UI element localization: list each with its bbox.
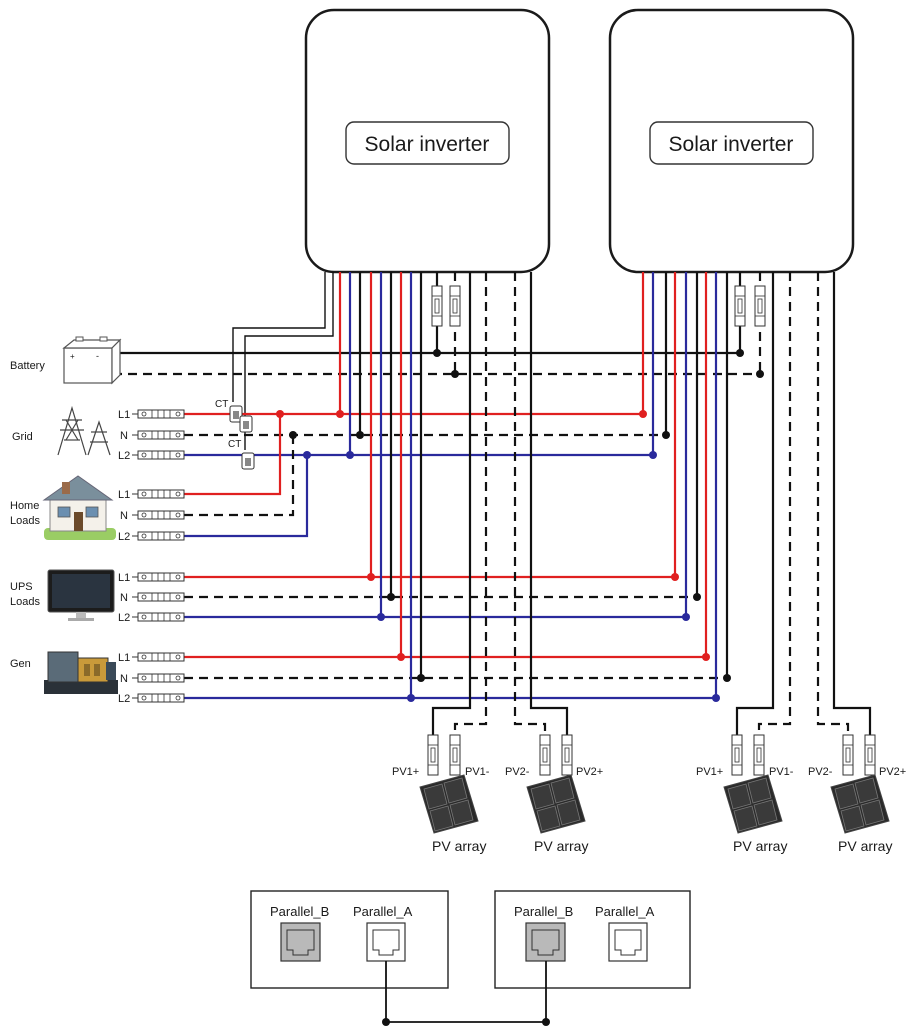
ups-loads-bus: [184, 575, 697, 619]
box2-port-b: [525, 922, 566, 962]
pv-panel-icon-4: [830, 774, 890, 834]
home-loads-bus: [184, 410, 311, 538]
inv1-pv1-minus-label: PV1-: [465, 766, 490, 778]
grid-pylon-icon: [57, 405, 111, 456]
svg-text:-: -: [96, 351, 99, 361]
gen-label: Gen: [10, 658, 31, 670]
ups-loads-label-1: UPS: [10, 581, 33, 593]
grid-label: Grid: [12, 431, 33, 443]
battery-bus: [113, 272, 766, 378]
battery-label: Battery: [10, 360, 45, 372]
ups-n-label: N: [120, 592, 128, 604]
grid-l2-label: L2: [118, 450, 130, 462]
inverter-1-label-box: [345, 121, 510, 165]
gen-l1-label: L1: [118, 652, 130, 664]
home-loads-label-2: Loads: [10, 515, 40, 527]
box1-port-b: [280, 922, 321, 962]
ct-sensor-2: [241, 452, 255, 470]
ct-wiring: [232, 272, 334, 450]
inv1-pv1-plus-label: PV1+: [392, 766, 419, 778]
inv2-pv1-minus-label: PV1-: [769, 766, 794, 778]
box1-port-a: [366, 922, 406, 962]
generator-icon: [44, 651, 118, 694]
ups-l1-label: L1: [118, 572, 130, 584]
ct-sensor-1: [229, 405, 253, 433]
inv1-pv2-minus-label: PV2-: [505, 766, 530, 778]
home-l2-label: L2: [118, 531, 130, 543]
gen-l2-label: L2: [118, 693, 130, 705]
battery-icon: + -: [62, 336, 122, 385]
inverter-2-label: Solar inverter: [669, 133, 794, 156]
pv-panel-icon-3: [723, 774, 783, 834]
pv-array-label-3: PV array: [733, 838, 787, 854]
pv-array-label-4: PV array: [838, 838, 892, 854]
home-n-label: N: [120, 510, 128, 522]
pv-panel-icon-2: [526, 774, 586, 834]
inverter-1-label: Solar inverter: [365, 133, 490, 156]
box2-parallel-b-label: Parallel_B: [514, 904, 573, 919]
box1-parallel-a-label: Parallel_A: [353, 904, 413, 919]
grid-bus: [184, 412, 666, 457]
inv2-pv2-plus-label: PV2+: [879, 766, 906, 778]
inv2-pv2-minus-label: PV2-: [808, 766, 833, 778]
inv2-pv1-plus-label: PV1+: [696, 766, 723, 778]
home-l1-label: L1: [118, 489, 130, 501]
parallel-link-cable: [382, 961, 550, 1026]
monitor-icon: [47, 569, 115, 621]
pv-array-label-1: PV array: [432, 838, 486, 854]
ct-label-2: CT: [228, 439, 241, 450]
svg-text:+: +: [70, 352, 75, 361]
inverter-2-ac-drops: [639, 272, 731, 702]
home-icon: [42, 475, 116, 540]
ups-l2-label: L2: [118, 612, 130, 624]
home-loads-label-1: Home: [10, 500, 39, 512]
pv-array-label-2: PV array: [534, 838, 588, 854]
inv1-pv2-plus-label: PV2+: [576, 766, 603, 778]
grid-n-label: N: [120, 430, 128, 442]
gen-n-label: N: [120, 673, 128, 685]
inverter-1-pv-wiring: [427, 272, 573, 776]
ups-loads-label-2: Loads: [10, 596, 40, 608]
grid-l1-label: L1: [118, 409, 130, 421]
box2-port-a: [608, 922, 648, 962]
box1-parallel-b-label: Parallel_B: [270, 904, 329, 919]
inverter-2-label-box: [649, 121, 814, 165]
pv-panel-icon-1: [419, 774, 479, 834]
terminal-blocks: [132, 409, 185, 703]
ct-label-1: CT: [215, 399, 228, 410]
box2-parallel-a-label: Parallel_A: [595, 904, 655, 919]
inverter-2-pv-wiring: [731, 272, 876, 776]
inverter-1-ac-drops: [336, 272, 425, 702]
gen-bus: [184, 655, 727, 700]
